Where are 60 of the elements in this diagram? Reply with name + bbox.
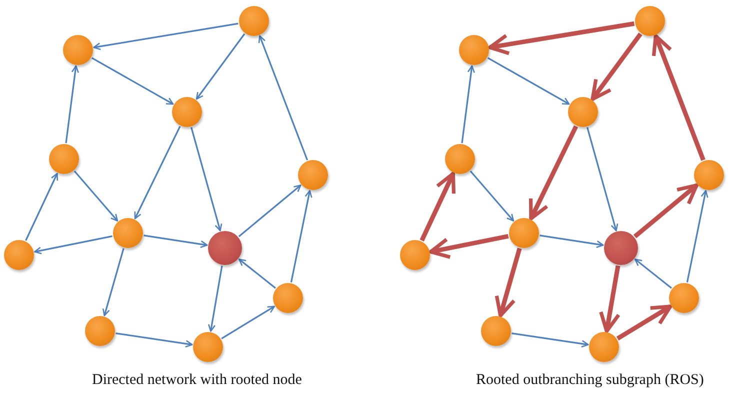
directed-edge-arrow [190,127,222,232]
directed-edge-arrow [461,65,475,144]
directed-edge-arrow [25,172,58,241]
directed-edge-arrow [144,234,208,248]
network-node-circle [459,35,489,65]
network-node-circle [85,316,115,346]
figure-caption: Rooted outbranching subgraph (ROS) [476,372,704,389]
directed-edge-arrow [488,57,570,105]
root-node-circle [208,231,242,265]
directed-edge-arrow [238,258,276,289]
directed-edge-arrow [196,33,246,100]
directed-edge-arrow [528,125,578,220]
network-node-circle [298,160,328,190]
network-node-circle [63,35,93,65]
network-node-circle [273,283,303,313]
directed-edge-arrow [616,304,672,341]
directed-edge-arrow [420,172,456,242]
directed-edge-arrow [633,183,698,238]
directed-edge-arrow [470,170,514,222]
directed-edge-arrow [238,184,302,238]
network-node-circle [669,283,699,313]
network-node-circle [239,6,269,36]
directed-edge-arrow [488,21,635,56]
directed-edge-arrow [34,235,112,254]
network-node-circle [509,218,539,248]
network-node-circle [694,160,724,190]
directed-edge-arrow [92,57,174,105]
directed-edge-arrow [652,34,706,161]
directed-edge-arrow [590,32,642,101]
directed-edge-arrow [102,248,124,316]
directed-edge-arrow [93,22,238,50]
network-node-circle [113,218,143,248]
root-node-circle [604,231,638,265]
directed-edge-arrow [586,127,618,232]
directed-edge-arrow [428,234,509,259]
network-node-circle [635,6,665,36]
network-node-circle [49,144,79,174]
directed-edge-arrow [134,126,181,220]
directed-edge-arrow [258,35,308,160]
directed-edge-arrow [512,332,589,348]
directed-edge-arrow [116,332,193,348]
network-node-circle [445,144,475,174]
network-node-circle [400,240,430,270]
network-node-circle [4,240,34,270]
directed-edge-arrow [634,258,672,289]
directed-edge-arrow [599,265,620,333]
figure-caption: Directed network with rooted node [92,372,302,389]
directed-edge-arrow [74,170,118,222]
network-node-circle [481,316,511,346]
directed-edge-arrow [494,248,522,318]
directed-edge-arrow [208,266,223,332]
directed-edge-arrow [686,190,708,282]
directed-edge-arrow [540,234,604,248]
network-node-circle [172,97,202,127]
network-node-circle [193,332,223,362]
directed-edge-arrow [290,190,312,282]
network-node-circle [589,332,619,362]
directed-edge-arrow [221,306,276,340]
network-node-circle [568,97,598,127]
directed-edge-arrow [65,65,79,144]
